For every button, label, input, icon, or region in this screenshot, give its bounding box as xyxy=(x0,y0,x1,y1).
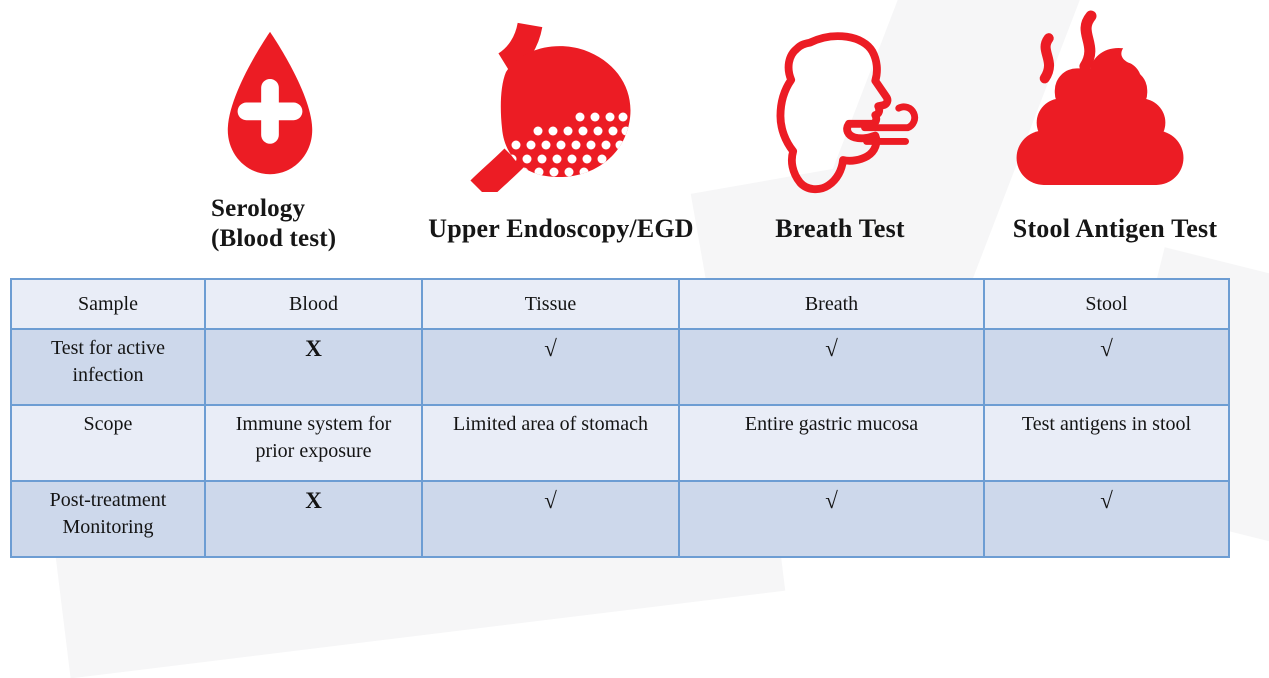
table-cell: Breath xyxy=(678,278,985,330)
check-mark: √ xyxy=(421,328,680,406)
table-cell: Entire gastric mucosa xyxy=(678,404,985,482)
test-icons-row: Serology (Blood test) Upper Endoscopy/EG… xyxy=(0,0,1269,270)
check-mark: √ xyxy=(421,480,680,558)
table-row-sample: Sample Blood Tissue Breath Stool xyxy=(10,278,1230,330)
table-cell: Stool xyxy=(983,278,1230,330)
blood-drop-plus-icon xyxy=(216,26,324,182)
x-mark: X xyxy=(204,480,423,558)
test-title-line: Serology xyxy=(211,195,306,222)
table-row-scope: Scope Immune system for prior exposure L… xyxy=(10,404,1230,482)
row-label: Post-treatment Monitoring xyxy=(10,480,206,558)
table-row-post-treatment: Post-treatment Monitoring X √ √ √ xyxy=(10,480,1230,558)
table-row-active-infection: Test for active infection X √ √ √ xyxy=(10,328,1230,406)
table-cell: Test antigens in stool xyxy=(983,404,1230,482)
stool-pile-steam-icon xyxy=(996,6,1198,192)
test-title-serology: Serology (Blood test) xyxy=(211,194,336,254)
stomach-icon xyxy=(450,22,640,192)
check-mark: √ xyxy=(983,480,1230,558)
check-mark: √ xyxy=(983,328,1230,406)
table-cell: Tissue xyxy=(421,278,680,330)
test-title-breath: Breath Test xyxy=(775,214,905,243)
test-title-endoscopy: Upper Endoscopy/EGD xyxy=(428,214,694,243)
test-title-line: (Blood test) xyxy=(211,225,337,252)
table-cell: Blood xyxy=(204,278,423,330)
table-cell: Limited area of stomach xyxy=(421,404,680,482)
test-title-stool: Stool Antigen Test xyxy=(1012,214,1218,243)
table-cell: Immune system for prior exposure xyxy=(204,404,423,482)
check-mark: √ xyxy=(678,480,985,558)
row-label: Sample xyxy=(10,278,206,330)
exhaling-face-icon xyxy=(748,28,940,204)
row-label: Scope xyxy=(10,404,206,482)
row-label: Test for active infection xyxy=(10,328,206,406)
x-mark: X xyxy=(204,328,423,406)
check-mark: √ xyxy=(678,328,985,406)
test-comparison-table: Sample Blood Tissue Breath Stool Test fo… xyxy=(10,278,1230,558)
